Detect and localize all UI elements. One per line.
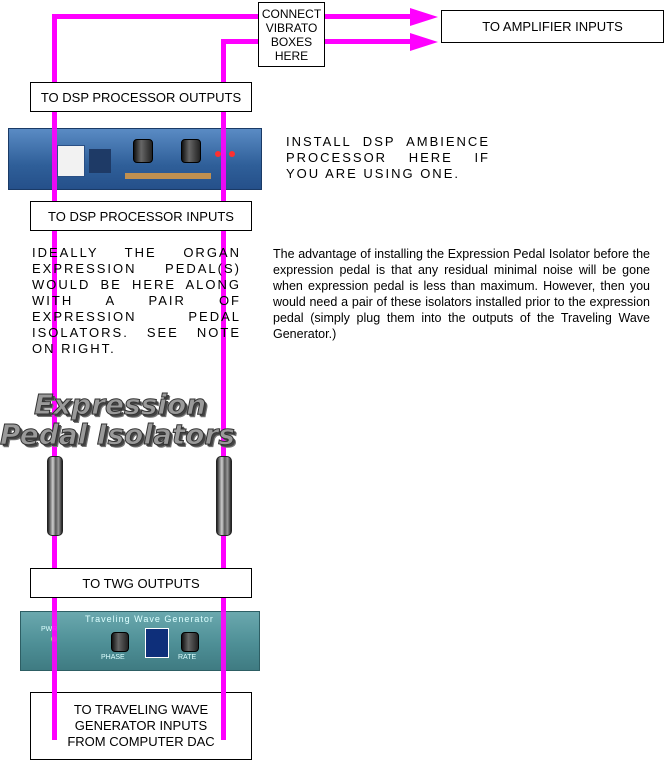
twg-inputs-line-3: FROM COMPUTER DAC xyxy=(67,734,215,749)
dsp-knob-left-icon xyxy=(133,139,153,163)
arrow-lower-icon xyxy=(410,33,438,51)
twg-unit: Traveling Wave Generator PWR PHASE RATE xyxy=(20,611,260,671)
connect-line-1: CONNECT xyxy=(261,6,322,21)
isolator-title-line-2: Pedal Isolators xyxy=(0,418,235,452)
twg-inputs-line-2: GENERATOR INPUTS xyxy=(74,718,208,733)
install-dsp-note: INSTALL DSP AMBIENCE PROCESSOR HERE IF Y… xyxy=(286,134,490,181)
wire-left-bottom xyxy=(52,692,57,740)
connect-line-2: VIBRATO xyxy=(265,20,318,35)
arrow-upper-icon xyxy=(410,8,438,26)
to-dsp-inputs-label: TO DSP PROCESSOR INPUTS xyxy=(30,201,252,231)
dsp-led-right-icon xyxy=(229,151,235,157)
to-twg-inputs-label: TO TRAVELING WAVE GENERATOR INPUTS FROM … xyxy=(30,692,252,760)
advantage-note: The advantage of installing the Expressi… xyxy=(273,247,650,341)
dsp-led-left-icon xyxy=(215,151,221,157)
wire-left-top xyxy=(52,14,420,19)
isolator-plug-left-icon xyxy=(47,456,63,536)
to-twg-outputs-label: TO TWG OUTPUTS xyxy=(30,568,252,598)
wire-left-vertical xyxy=(52,14,57,740)
to-amplifier-label: TO AMPLIFIER INPUTS xyxy=(441,10,664,43)
twg-inputs-line-1: TO TRAVELING WAVE xyxy=(73,702,209,717)
wire-left-over-twg xyxy=(52,611,57,671)
twg-knob-right-label: RATE xyxy=(178,654,197,661)
connect-vibrato-label: CONNECT VIBRATO BOXES HERE xyxy=(258,2,325,67)
wire-right-over-dsp xyxy=(221,128,226,190)
ideally-note: IDEALLY THE ORGAN EXPRESSION PEDAL(S) WO… xyxy=(32,245,241,356)
wire-right-over-twg xyxy=(221,611,226,671)
isolator-plug-right-icon xyxy=(216,456,232,536)
isolator-title-line-1: Expression xyxy=(33,388,207,422)
to-dsp-outputs-label: TO DSP PROCESSOR OUTPUTS xyxy=(30,82,252,112)
twg-knob-left-icon xyxy=(111,632,129,652)
wire-left-over-dsp xyxy=(52,128,57,190)
dsp-processor-unit xyxy=(8,128,262,190)
wire-right-bottom xyxy=(221,692,226,740)
wire-right-vertical xyxy=(221,39,226,740)
dsp-badge-icon xyxy=(89,149,111,173)
dsp-label-strip xyxy=(125,173,211,179)
twg-logo-icon xyxy=(145,628,169,658)
connect-line-3: BOXES xyxy=(270,34,313,49)
twg-title: Traveling Wave Generator xyxy=(85,614,214,624)
dsp-knob-right-icon xyxy=(181,139,201,163)
twg-knob-left-label: PHASE xyxy=(101,654,125,661)
dsp-logo-icon xyxy=(57,145,85,177)
twg-knob-right-icon xyxy=(181,632,199,652)
connect-line-4: HERE xyxy=(274,48,309,63)
twg-power-label: PWR xyxy=(41,626,58,633)
